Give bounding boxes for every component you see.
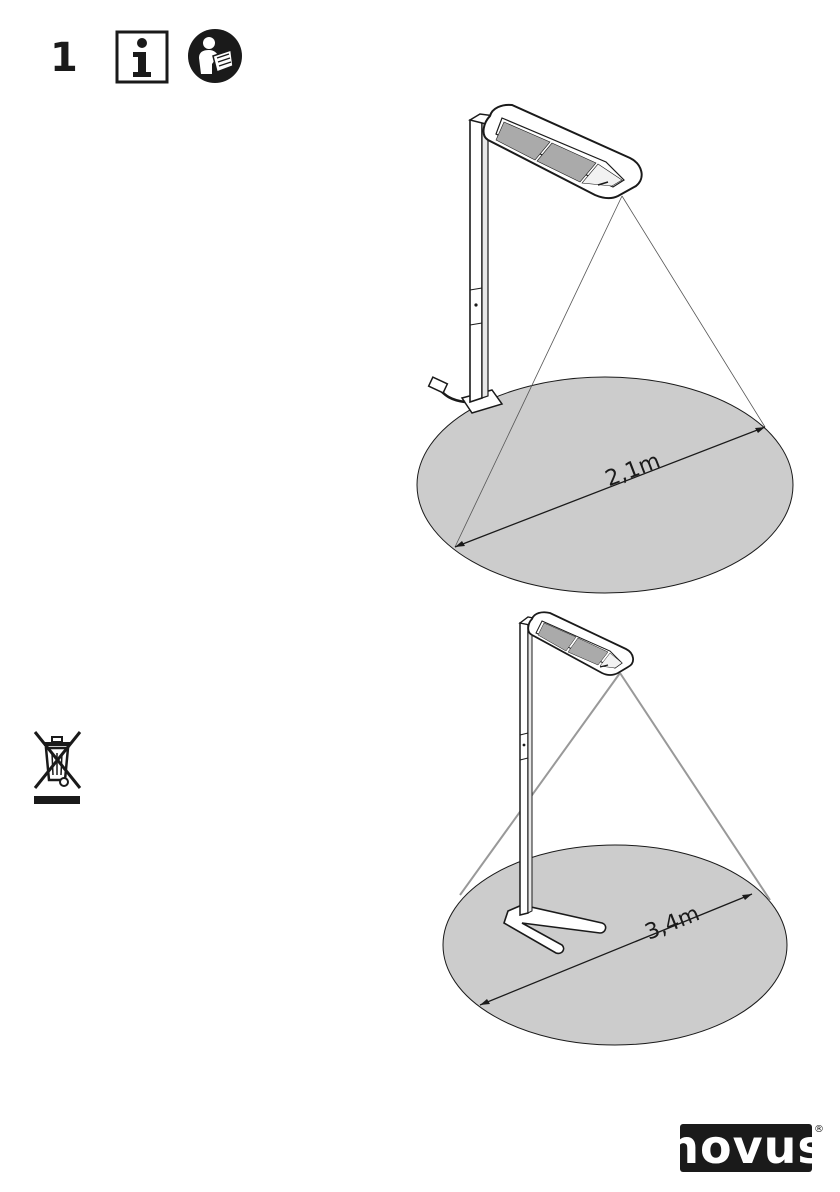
registered-mark: ® bbox=[814, 1124, 824, 1135]
read-manual-icon bbox=[187, 28, 243, 84]
info-icon bbox=[115, 30, 169, 84]
weee-crossed-bin-icon bbox=[30, 728, 84, 808]
lamp-diagram-top: 2,1m bbox=[410, 100, 810, 600]
page-number: 1 bbox=[50, 38, 78, 78]
novus-logo: novus ® bbox=[678, 1118, 828, 1176]
lamp-diagram-bottom: 3,4m bbox=[430, 605, 800, 1055]
novus-logo-text: novus bbox=[678, 1120, 826, 1174]
